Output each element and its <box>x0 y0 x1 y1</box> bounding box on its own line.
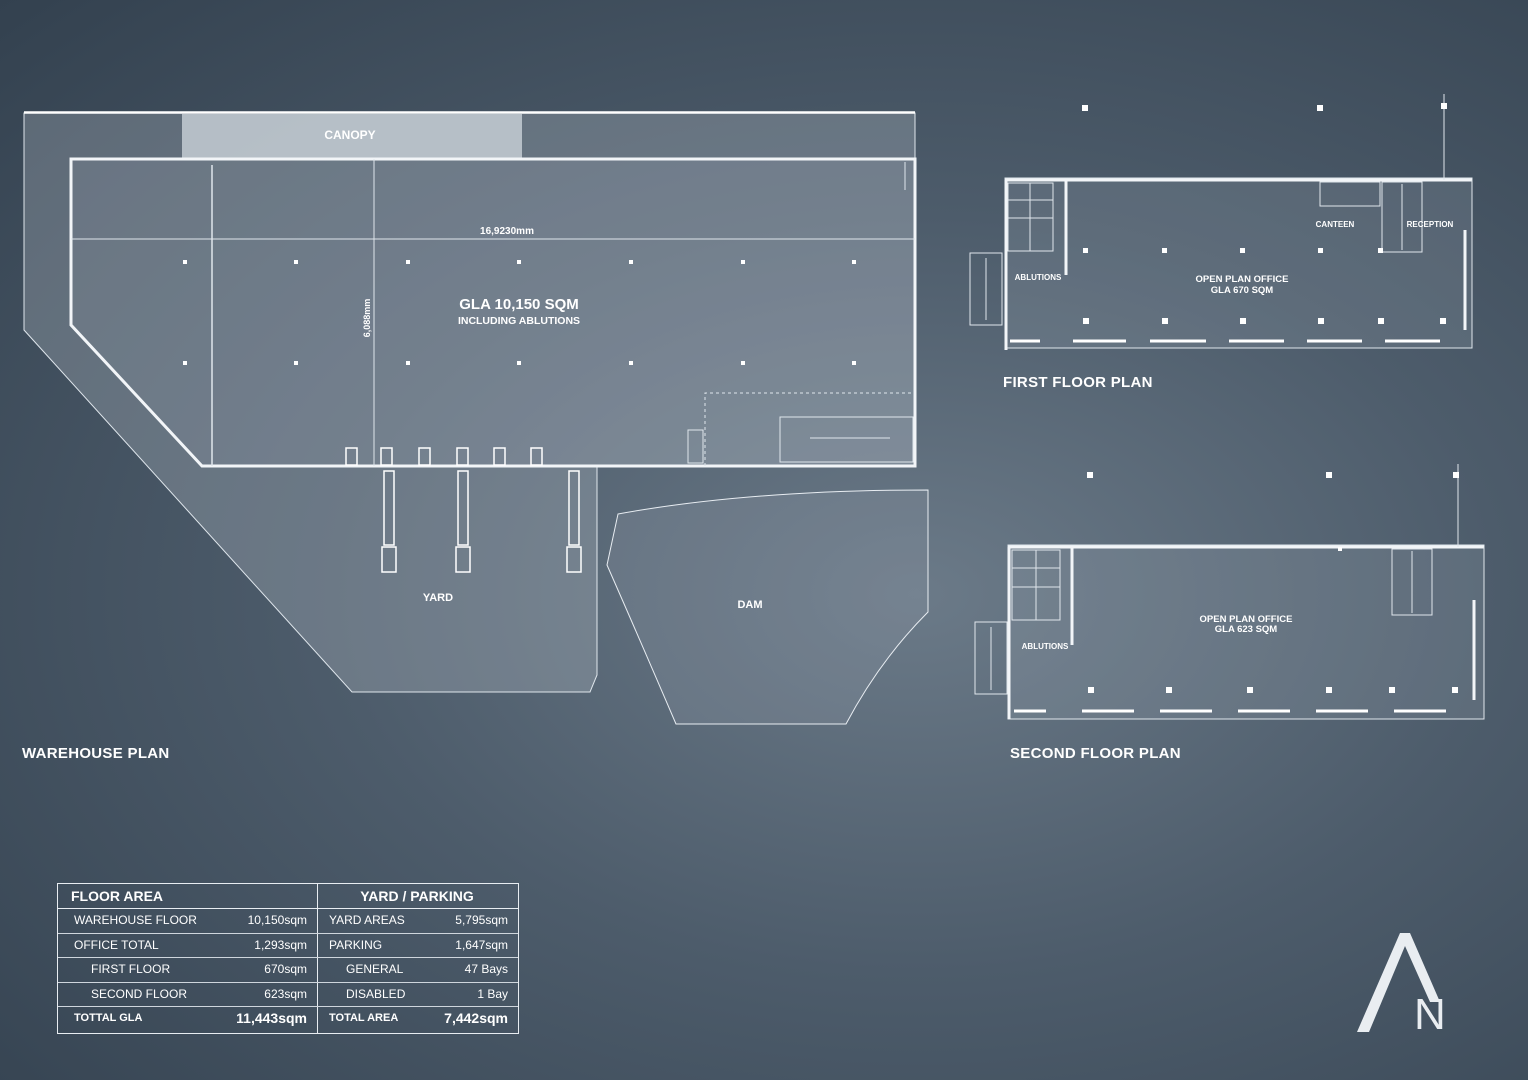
second-floor-plan-title: SECOND FLOOR PLAN <box>1010 745 1181 762</box>
row-label: WAREHOUSE FLOOR <box>74 913 197 927</box>
row-label: FIRST FLOOR <box>91 962 171 976</box>
table-row: SECOND FLOOR 623sqm <box>58 983 317 1007</box>
first-floor-plan: ABLUTIONS CANTEEN RECEPTION OPEN PLAN OF… <box>969 94 1473 350</box>
row-label: PARKING <box>329 937 383 952</box>
canopy-label: CANOPY <box>324 128 375 142</box>
floor-area-header: FLOOR AREA <box>58 884 317 909</box>
floor-area-table: FLOOR AREA WAREHOUSE FLOOR 10,150sqm OFF… <box>57 883 318 1034</box>
dim-depth-label: 6,088mm <box>362 299 372 338</box>
dam-area <box>606 489 929 725</box>
warehouse-gla: GLA 10,150 SQM <box>459 296 579 313</box>
row-label: GENERAL <box>346 962 404 976</box>
row-label: YARD AREAS <box>329 913 405 927</box>
row-label: DISABLED <box>346 986 406 1001</box>
first-ablutions-label: ABLUTIONS <box>1015 273 1062 282</box>
brand-logo: N <box>1357 933 1446 1035</box>
first-canteen-label: CANTEEN <box>1316 220 1355 229</box>
table-row: OFFICE TOTAL 1,293sqm <box>58 934 317 958</box>
yard-label: YARD <box>423 592 453 604</box>
yard-parking-table: YARD / PARKING YARD AREAS 5,795sqm PARKI… <box>316 883 519 1034</box>
row-label: SECOND FLOOR <box>91 986 188 1001</box>
truck-icons <box>381 470 582 573</box>
table-row: YARD AREAS 5,795sqm <box>316 909 518 934</box>
table-row: WAREHOUSE FLOOR 10,150sqm <box>58 909 317 934</box>
row-value: 10,150sqm <box>247 913 307 927</box>
warehouse-gla-sub: INCLUDING ABLUTIONS <box>458 315 580 327</box>
second-office-label: OPEN PLAN OFFICE <box>1200 614 1293 625</box>
table-row: GENERAL 47 Bays <box>316 958 518 983</box>
row-value: 1 Bay <box>477 986 508 1001</box>
row-value: 5,795sqm <box>455 913 508 927</box>
warehouse-plan-title: WAREHOUSE PLAN <box>22 745 170 762</box>
first-gla-label: GLA 670 SQM <box>1211 285 1274 296</box>
total-row: TOTAL AREA 7,442sqm <box>316 1007 518 1031</box>
row-value: 47 Bays <box>464 962 508 976</box>
first-reception-label: RECEPTION <box>1407 220 1454 229</box>
second-gla-label: GLA 623 SQM <box>1215 624 1278 635</box>
first-office-label: OPEN PLAN OFFICE <box>1196 274 1289 285</box>
total-row: TOTTAL GLA 11,443sqm <box>58 1007 317 1031</box>
dam-label: DAM <box>737 599 762 611</box>
canopy-area <box>182 114 522 158</box>
row-value: 1,647sqm <box>455 937 508 952</box>
warehouse-plan: CANOPY <box>23 111 929 725</box>
row-label: OFFICE TOTAL <box>74 937 159 952</box>
first-floor-plan-title: FIRST FLOOR PLAN <box>1003 374 1153 391</box>
row-value: 670sqm <box>264 962 307 976</box>
total-value: 7,442sqm <box>444 1010 508 1026</box>
table-row: DISABLED 1 Bay <box>316 983 518 1007</box>
table-row: FIRST FLOOR 670sqm <box>58 958 317 983</box>
table-row: PARKING 1,647sqm <box>316 934 518 958</box>
total-label: TOTAL AREA <box>329 1012 399 1024</box>
total-value: 11,443sqm <box>236 1010 307 1026</box>
row-value: 623sqm <box>264 986 307 1001</box>
dim-width-label: 16,9230mm <box>480 226 534 237</box>
logo-letter: N <box>1414 990 1446 1035</box>
yard-parking-header: YARD / PARKING <box>316 884 518 909</box>
second-floor-plan: ABLUTIONS OPEN PLAN OFFICE GLA 623 SQM <box>974 464 1485 720</box>
warehouse-building <box>69 157 917 468</box>
row-value: 1,293sqm <box>254 937 307 952</box>
total-label: TOTTAL GLA <box>74 1012 143 1024</box>
second-ablutions-label: ABLUTIONS <box>1022 642 1069 651</box>
